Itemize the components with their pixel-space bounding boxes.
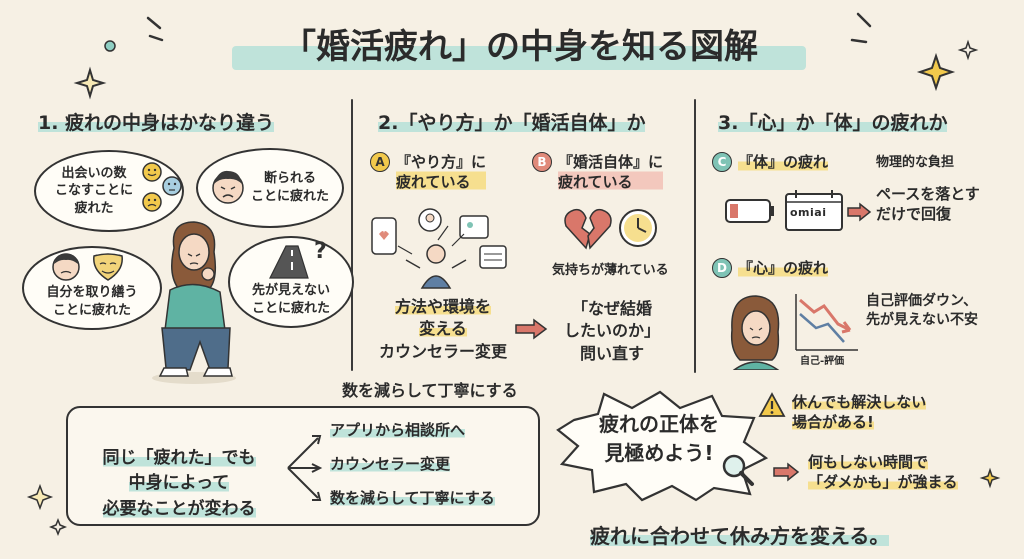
result-text: 何もしない時間で 「ダメかも」が強まる <box>808 453 958 492</box>
accent-lines <box>146 12 872 44</box>
option-d-label: D 『心』の疲れ <box>712 258 829 279</box>
chart-label: 自己-評価 <box>800 356 845 367</box>
arrow-right-icon <box>515 318 548 340</box>
summary-item-3: 数を減らして丁寧にする <box>330 489 495 507</box>
battery-calendar-icon <box>725 190 843 231</box>
sparkle-icon <box>979 467 1001 489</box>
summary-item-2: カウンセラー変更 <box>330 455 451 473</box>
sad-man-icon <box>212 170 244 204</box>
footer-message: 疲れに合わせて休み方を変える。 <box>590 524 890 548</box>
section-1-title: 1. 疲れの中身はかなり違う <box>38 112 275 134</box>
c-note-1: 物理的な負担 <box>876 155 955 170</box>
arrow-right-icon <box>847 202 872 222</box>
dot-icon <box>104 40 116 52</box>
callout-text: 疲れの正体を 見極めよう! <box>599 412 719 465</box>
warning-icon <box>758 392 786 417</box>
c-note-2: ペースを落とす だけで回復 <box>876 185 980 224</box>
starburst-shape <box>556 390 768 502</box>
b-note: 気持ちが薄れている <box>552 263 669 278</box>
b-action: 「なぜ結婚 したいのか」 問い直す <box>563 299 660 363</box>
bubble-meeting-fatigue: 出会いの数 こなすことに 疲れた <box>34 150 184 232</box>
mask-faces-icon <box>52 253 123 281</box>
badge-a: A <box>370 152 390 172</box>
sparkle-icon <box>48 517 68 537</box>
arrow-right-icon <box>773 462 800 482</box>
sparkle-icon <box>26 483 54 511</box>
title-highlight <box>232 46 806 70</box>
svg-text:?: ? <box>314 239 327 264</box>
page-title: 「婚活疲れ」の中身を知る図解 <box>282 27 758 67</box>
warning-text: 休んでも解決しない 場合がある! <box>792 393 927 432</box>
d-note: 自己評価ダウン、 先が見えない不安 <box>866 293 978 328</box>
a-action: 方法や環境を 変える カウンセラー変更 <box>378 297 507 361</box>
sparkle-icon <box>73 66 107 100</box>
a-action-extra: 数を減らして丁寧にする <box>342 381 518 400</box>
summary-item-1: アプリから相談所へ <box>330 421 466 439</box>
bubble-pretending-fatigue: 自分を取り繕う ことに疲れた <box>22 246 162 330</box>
section-3-title: 3.「心」か「体」の疲れか <box>718 112 948 134</box>
app-name: omiai <box>790 206 827 219</box>
section-2-title: 2.「やり方」か「婚活自体」か <box>378 112 646 134</box>
tired-woman-illustration <box>152 221 236 384</box>
option-b-label: B 『婚活自体』に 疲れている <box>532 152 664 193</box>
option-c-label: C 『体』の疲れ <box>712 152 829 173</box>
badge-b: B <box>532 152 552 172</box>
emoji-faces-icon <box>142 162 182 212</box>
worried-woman-chart-illustration <box>730 294 858 370</box>
sparkle-icon <box>957 39 979 61</box>
sparkle-icon <box>916 52 956 92</box>
branch-arrows-icon <box>287 435 323 501</box>
magnifier-icon <box>722 454 754 486</box>
summary-text: 同じ「疲れた」でも 中身によって 必要なことが変わる <box>102 447 256 519</box>
badge-c: C <box>712 152 732 173</box>
road-question-icon: ? <box>269 239 327 279</box>
option-a-label: A 『やり方』に 疲れている <box>370 152 487 193</box>
badge-d: D <box>712 258 732 279</box>
dating-methods-illustration <box>371 208 507 289</box>
broken-heart-clock-icon <box>564 208 657 250</box>
